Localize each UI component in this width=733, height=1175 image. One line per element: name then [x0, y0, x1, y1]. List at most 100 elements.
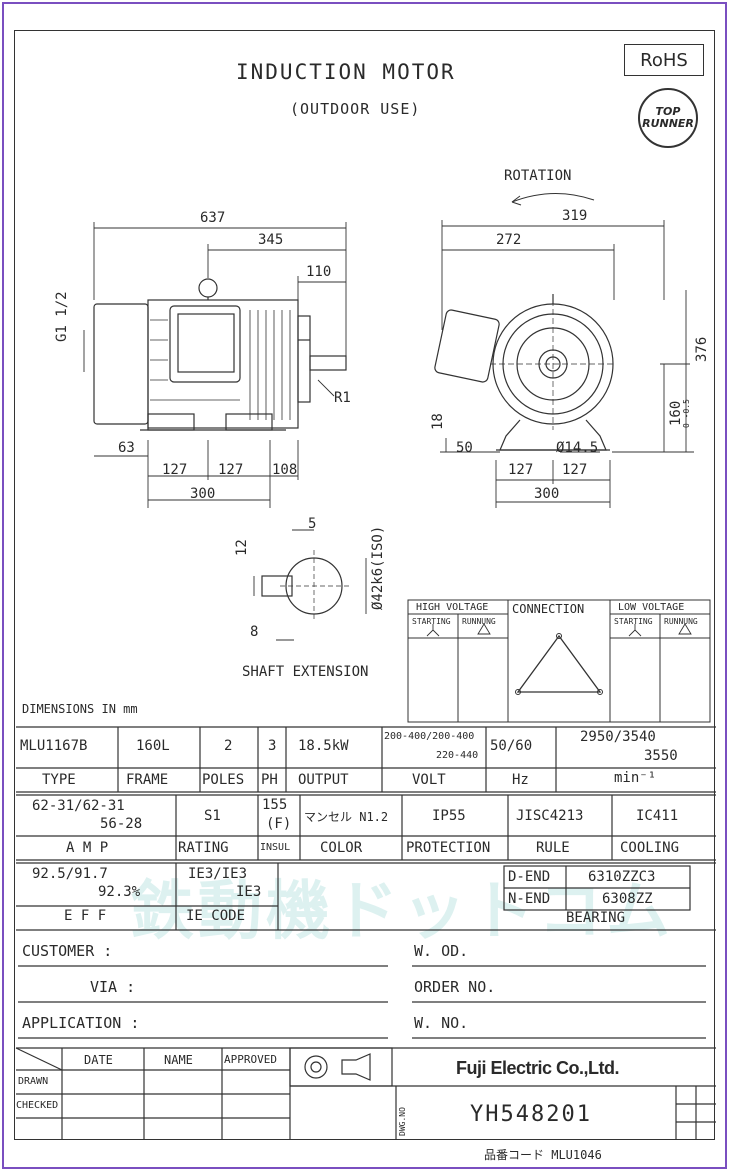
volt-value-2: 220-440 — [436, 750, 479, 761]
wod-label: W. OD. — [414, 942, 469, 960]
shaft-extension-label: SHAFT EXTENSION — [242, 664, 369, 680]
protection-label: PROTECTION — [406, 840, 491, 856]
dim-14-5: Ø14.5 — [556, 440, 599, 456]
product-code: 品番コード MLU1046 — [484, 1148, 602, 1162]
dim-272: 272 — [496, 232, 522, 248]
low-voltage-label: LOW VOLTAGE — [618, 602, 685, 613]
dim-110: 110 — [306, 264, 332, 280]
frame-value: 160L — [136, 738, 170, 754]
insul-value-2: (F) — [266, 816, 292, 832]
dim-g1: G1 1/2 — [54, 291, 70, 342]
eff-value-2: 92.3% — [98, 884, 141, 900]
side-dimension-lines — [83, 222, 347, 508]
amp-label: A M P — [66, 840, 109, 856]
checked-label: CHECKED — [16, 1100, 59, 1111]
ie-code-label: IE CODE — [186, 908, 246, 924]
eff-value-1: 92.5/91.7 — [32, 866, 108, 882]
company-name: Fuji Electric Co.,Ltd. — [456, 1058, 620, 1078]
output-value: 18.5kW — [298, 738, 349, 754]
spec-table-lines — [15, 726, 716, 1140]
n-end-value: 6308ZZ — [602, 891, 653, 907]
amp-value-1: 62-31/62-31 — [32, 798, 125, 814]
hv-starting-label: STARTING — [412, 617, 451, 626]
poles-label: POLES — [202, 772, 245, 788]
lv-starting-label: STARTING — [614, 617, 653, 626]
rating-label: RATING — [178, 840, 229, 856]
insul-label: INSUL — [260, 842, 291, 853]
type-value: MLU1167B — [20, 738, 88, 754]
hv-running-label: RUNNUNG — [462, 617, 496, 626]
hz-value: 50/60 — [490, 738, 533, 754]
color-label: COLOR — [320, 840, 363, 856]
dim-front-127-b: 127 — [562, 462, 588, 478]
dim-160-tolerance: 0 -0.5 — [682, 399, 691, 428]
drawing-number: YH548201 — [470, 1102, 592, 1127]
dim-319: 319 — [562, 208, 588, 224]
drawn-label: DRAWN — [18, 1076, 49, 1087]
approved-header: APPROVED — [224, 1053, 277, 1066]
page-subtitle: (OUTDOOR USE) — [290, 100, 421, 118]
dim-108: 108 — [272, 462, 298, 478]
dim-front-127-a: 127 — [508, 462, 534, 478]
rotation-label: ROTATION — [504, 168, 572, 184]
type-label: TYPE — [42, 772, 76, 788]
eff-label: E F F — [64, 908, 107, 924]
connection-label: CONNECTION — [512, 602, 585, 616]
dim-345: 345 — [258, 232, 284, 248]
date-header: DATE — [84, 1053, 113, 1067]
page-title: INDUCTION MOTOR — [236, 60, 456, 84]
rule-value: JISC4213 — [516, 808, 584, 824]
shaft-dim-42: Ø42k6(ISO) — [370, 525, 386, 610]
cooling-value: IC411 — [636, 808, 679, 824]
dim-376: 376 — [694, 336, 710, 362]
shaft-extension-drawing — [253, 529, 367, 641]
ph-value: 3 — [268, 738, 277, 754]
cooling-label: COOLING — [620, 840, 680, 856]
protection-value: IP55 — [432, 808, 466, 824]
volt-value-1: 200-400/200-400 — [384, 731, 475, 742]
dim-front-300: 300 — [534, 486, 560, 502]
front-dimension-lines — [440, 220, 694, 508]
drawing-border — [14, 30, 715, 1140]
side-view-motor — [93, 278, 347, 431]
customer-label: CUSTOMER : — [22, 942, 113, 960]
ph-label: PH — [261, 772, 278, 788]
d-end-value: 6310ZZC3 — [588, 869, 656, 885]
watermark: 鉄動機ドットコム — [130, 875, 674, 949]
hz-label: Hz — [512, 772, 529, 788]
front-view-motor — [434, 193, 616, 451]
d-end-label: D-END — [508, 869, 551, 885]
shaft-dim-8: 8 — [250, 624, 259, 640]
order-no-label: ORDER NO. — [414, 978, 496, 996]
dim-300: 300 — [190, 486, 216, 502]
insul-value-1: 155 — [262, 797, 288, 813]
dim-127-b: 127 — [218, 462, 244, 478]
wno-label: W. NO. — [414, 1014, 469, 1032]
bearing-label: BEARING — [566, 910, 626, 926]
rule-label: RULE — [536, 840, 570, 856]
color-value: マンセル N1.2 — [304, 810, 389, 824]
dim-637: 637 — [200, 210, 226, 226]
n-end-label: N-END — [508, 891, 551, 907]
dim-50: 50 — [456, 440, 473, 456]
shaft-dim-12: 12 — [234, 539, 250, 556]
poles-value: 2 — [224, 738, 233, 754]
shaft-dim-5: 5 — [308, 516, 317, 532]
rating-value: S1 — [204, 808, 221, 824]
ie-value-1: IE3/IE3 — [188, 866, 248, 882]
high-voltage-label: HIGH VOLTAGE — [416, 602, 489, 613]
via-label: VIA : — [90, 978, 136, 996]
rohs-badge: RoHS — [624, 44, 704, 76]
speed-label: min⁻¹ — [614, 770, 657, 786]
application-label: APPLICATION : — [22, 1014, 140, 1032]
name-header: NAME — [164, 1053, 193, 1067]
dwg-no-label: DWG.NO — [398, 1107, 407, 1136]
output-label: OUTPUT — [298, 772, 349, 788]
speed-value-1: 2950/3540 — [580, 729, 656, 745]
connection-diagram — [407, 599, 711, 723]
amp-value-2: 56-28 — [100, 816, 143, 832]
dim-63: 63 — [118, 440, 135, 456]
